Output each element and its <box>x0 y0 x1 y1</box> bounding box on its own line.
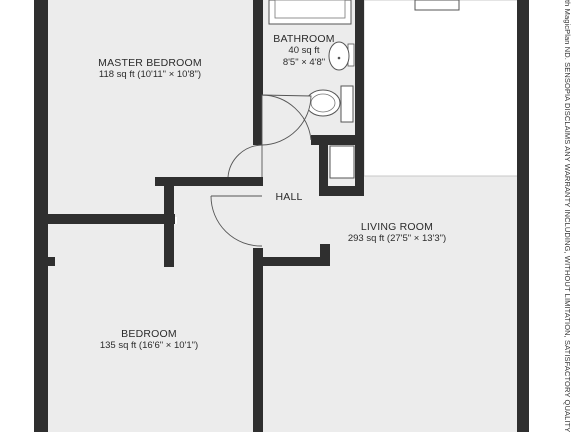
left-outer-wall <box>34 0 48 432</box>
bedroom-label: BEDROOM 135 sq ft (16'6" × 10'1") <box>100 328 198 352</box>
bathroom-area: 40 sq ft <box>288 45 320 56</box>
closet-bottom-wall <box>319 186 364 196</box>
bedroom-right-wall <box>253 248 263 432</box>
walls <box>34 0 529 432</box>
living-room-dims: 293 sq ft (27'5" × 13'3") <box>347 233 447 244</box>
master-right-wall <box>253 0 263 145</box>
bedroom-name: BEDROOM <box>121 328 177 340</box>
bedroom-dims: 135 sq ft (16'6" × 10'1") <box>99 340 199 351</box>
bedroom-divider-wall <box>47 214 175 224</box>
bedroom-floor <box>47 224 253 432</box>
closet-left-wall <box>319 135 328 196</box>
left-wall-notch <box>47 257 55 266</box>
kitchen-counter <box>363 0 519 177</box>
door-swings <box>210 94 312 247</box>
bathroom-name: BATHROOM <box>273 33 335 45</box>
hall-top-wall <box>155 177 263 186</box>
sink <box>328 41 355 71</box>
living-room-name: LIVING ROOM <box>360 221 434 233</box>
hall-label: HALL <box>275 191 302 203</box>
disclaimer-text: th MagicPlan ND. SENSOPIA DISCLAIMS ANY … <box>563 0 572 432</box>
kitchen-sink <box>414 0 460 11</box>
living-room-label: LIVING ROOM 293 sq ft (27'5" × 13'3") <box>348 221 446 245</box>
living-divider-wall <box>253 257 330 266</box>
bathtub <box>268 0 352 25</box>
bathroom-right-wall <box>355 0 364 196</box>
master-bedroom-dims: 118 sq ft (10'11" × 10'8") <box>98 69 202 80</box>
closet-fixture <box>329 145 355 179</box>
bathroom-dims: 8'5" × 4'8" <box>282 57 326 68</box>
right-outer-wall <box>517 0 529 432</box>
hall-left-wall <box>164 177 174 267</box>
master-bedroom-name: MASTER BEDROOM <box>98 57 202 69</box>
bathroom-label: BATHROOM 40 sq ft 8'5" × 4'8" <box>273 33 335 69</box>
master-bedroom-label: MASTER BEDROOM 118 sq ft (10'11" × 10'8"… <box>98 57 202 81</box>
toilet <box>305 85 354 123</box>
hall-name: HALL <box>275 191 303 203</box>
living-divider-stub <box>320 244 330 266</box>
bathroom-bottom-wall <box>311 135 364 145</box>
